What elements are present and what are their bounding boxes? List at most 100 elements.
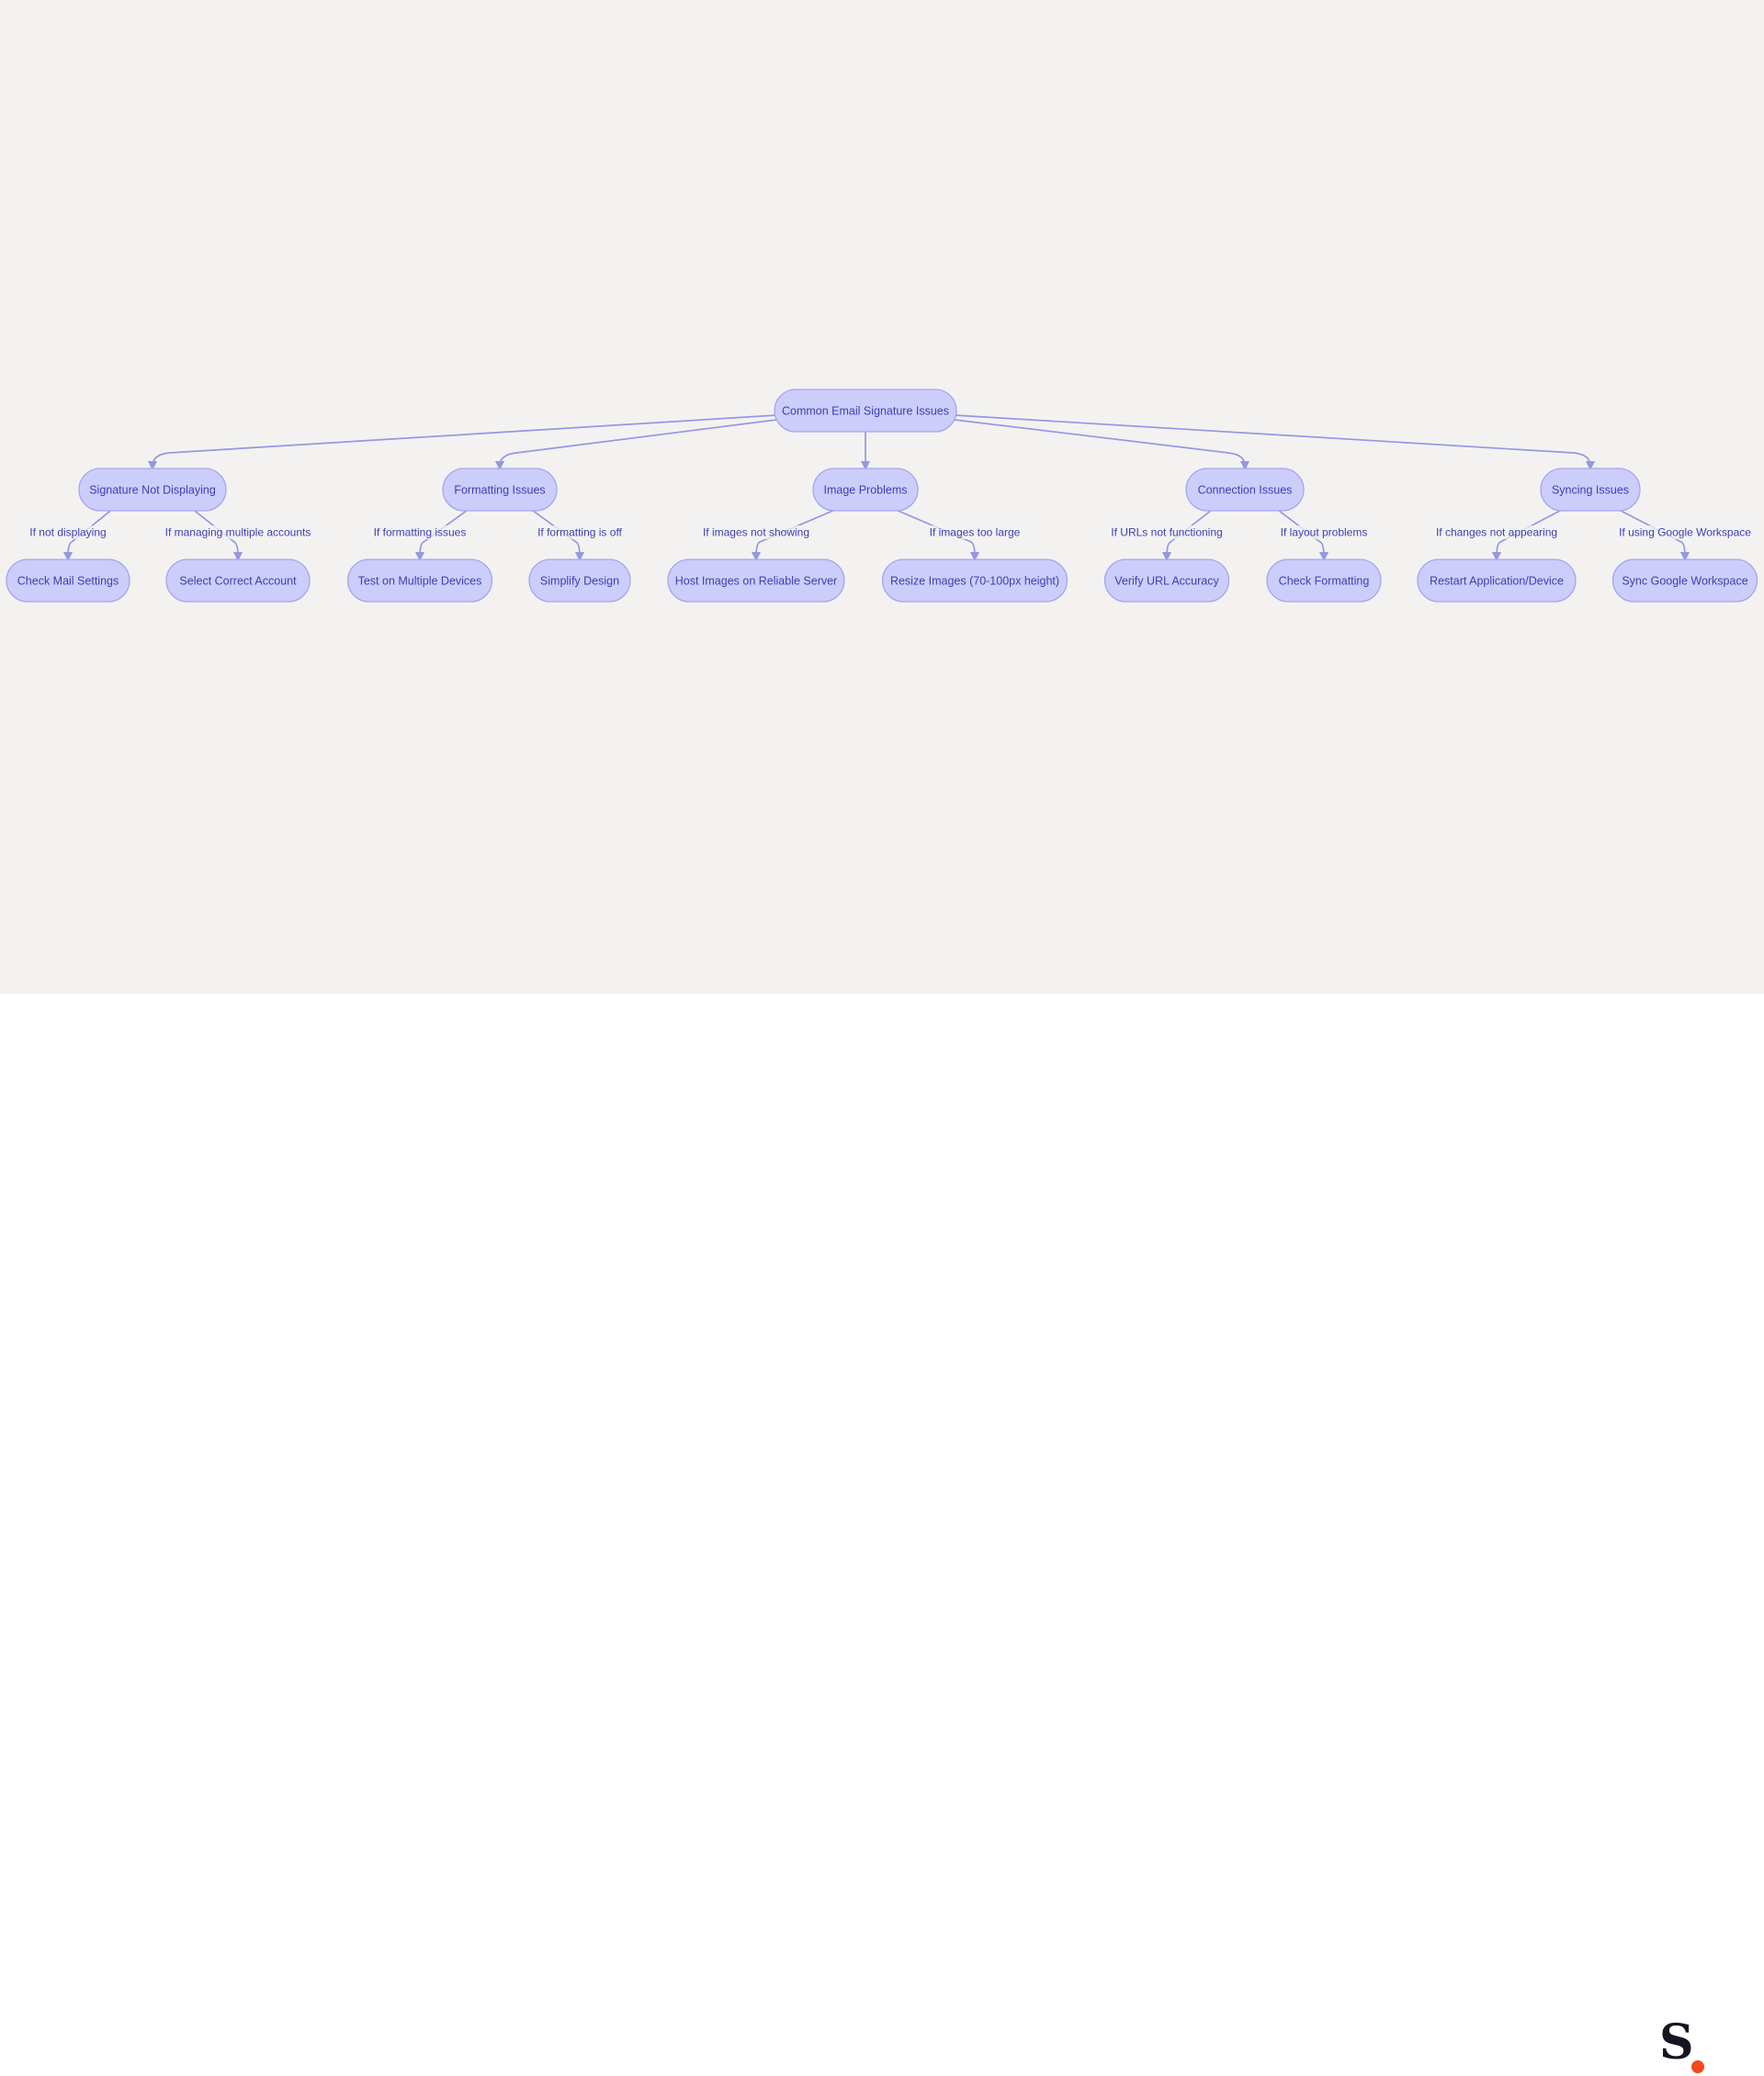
edge-label-c3a-bg — [692, 525, 820, 539]
edge-cat2-to-leaf2 — [529, 508, 585, 562]
edge-label-c1a-text: If not displaying — [29, 526, 106, 539]
edge-label-c5a-text: If changes not appearing — [1436, 526, 1557, 539]
edge-root-to-cat4 — [954, 419, 1250, 471]
node-c4a-shape — [1103, 558, 1230, 603]
node-c4a-label: Verify URL Accuracy — [1114, 575, 1219, 588]
node-c2a[interactable]: Test on Multiple Devices — [346, 558, 493, 603]
footer: S — [0, 994, 1764, 2073]
node-cat5[interactable]: Syncing Issues — [1540, 468, 1641, 512]
node-cat4-shape — [1185, 468, 1305, 512]
edge-label-c2a-bg — [359, 525, 481, 539]
node-cat4-label: Connection Issues — [1198, 484, 1293, 497]
edge-label-c5b: If using Google Workspace — [1610, 525, 1760, 539]
edge-label-c1b-text: If managing multiple accounts — [165, 526, 311, 539]
node-c5b-label: Sync Google Workspace — [1622, 575, 1747, 588]
edge-label-c4b-text: If layout problems — [1281, 526, 1368, 539]
edge-label-c3a-text: If images not showing — [703, 526, 809, 539]
node-c1b[interactable]: Select Correct Account — [165, 558, 311, 603]
edge-cat5-to-leaf2 — [1616, 508, 1690, 562]
node-c3a[interactable]: Host Images on Reliable Server — [667, 558, 845, 603]
edge-root-to-cat2 — [494, 419, 777, 471]
diagram-canvas: If not displaying If managing multiple ac… — [0, 0, 1764, 994]
edge-cat4-to-leaf1 — [1161, 508, 1214, 562]
logo-letter: S — [1659, 2014, 1694, 2070]
node-root[interactable]: Common Email Signature Issues — [774, 389, 957, 433]
edge-label-c4a-bg — [1097, 525, 1237, 539]
node-c3b-shape — [881, 558, 1069, 603]
edge-label-c4b: If layout problems — [1269, 525, 1379, 539]
edge-label-c1b: If managing multiple accounts — [151, 525, 325, 539]
edge-label-c4a-text: If URLs not functioning — [1111, 526, 1222, 539]
edge-cat3-to-leaf1 — [751, 508, 838, 562]
edge-cat4-to-leaf2 — [1276, 508, 1329, 562]
edge-cat2-to-leaf1 — [414, 508, 470, 562]
edge-label-c5b-bg — [1610, 525, 1760, 539]
edge-label-c3a: If images not showing — [692, 525, 820, 539]
node-c5b[interactable]: Sync Google Workspace — [1611, 558, 1758, 603]
node-cat4[interactable]: Connection Issues — [1185, 468, 1305, 512]
edge-label-c4b-bg — [1269, 525, 1379, 539]
node-c5a[interactable]: Restart Application/Device — [1417, 558, 1577, 603]
node-cat2-label: Formatting Issues — [454, 484, 545, 497]
node-c3a-shape — [667, 558, 845, 603]
edge-cat5-to-leaf1 — [1491, 508, 1565, 562]
node-c4a[interactable]: Verify URL Accuracy — [1103, 558, 1230, 603]
node-c4b-label: Check Formatting — [1279, 575, 1370, 588]
node-cat3-shape — [812, 468, 919, 512]
node-cat1-shape — [78, 468, 227, 512]
edge-label-c5a-bg — [1424, 525, 1569, 539]
node-cat5-shape — [1540, 468, 1641, 512]
edge-label-c2b-bg — [519, 525, 640, 539]
edge-label-c1b-bg — [151, 525, 325, 539]
node-c5a-shape — [1417, 558, 1577, 603]
edge-label-c4a: If URLs not functioning — [1097, 525, 1237, 539]
node-cat3[interactable]: Image Problems — [812, 468, 919, 512]
edge-label-c5b-text: If using Google Workspace — [1619, 526, 1751, 539]
node-c5a-label: Restart Application/Device — [1430, 575, 1564, 588]
node-c4b-shape — [1266, 558, 1382, 603]
node-cat1[interactable]: Signature Not Displaying — [78, 468, 227, 512]
node-c2b[interactable]: Simplify Design — [528, 558, 631, 603]
node-cat3-label: Image Problems — [823, 484, 907, 497]
edge-root-to-cat5 — [954, 414, 1596, 471]
edge-label-c3b-bg — [917, 525, 1033, 539]
node-cat2-shape — [442, 468, 558, 512]
node-cat5-label: Syncing Issues — [1552, 484, 1629, 497]
node-c1b-shape — [165, 558, 311, 603]
node-c1a-shape — [6, 558, 130, 603]
edge-labels-layer: If not displaying If managing multiple ac… — [16, 525, 1760, 539]
edge-label-c1a: If not displaying — [16, 525, 120, 539]
edge-cat1-to-leaf2 — [191, 508, 243, 562]
edge-root-to-cat1 — [147, 414, 777, 471]
node-c1a-label: Check Mail Settings — [17, 575, 119, 588]
edge-label-c3b-text: If images too large — [930, 526, 1021, 539]
edge-label-c2a-text: If formatting issues — [374, 526, 467, 539]
edge-label-c2a: If formatting issues — [359, 525, 481, 539]
node-cat1-label: Signature Not Displaying — [89, 484, 216, 497]
edge-label-c1a-bg — [16, 525, 120, 539]
edge-label-c5a: If changes not appearing — [1424, 525, 1569, 539]
node-c1b-label: Select Correct Account — [179, 575, 297, 588]
node-c3a-label: Host Images on Reliable Server — [675, 575, 837, 588]
edge-label-c2b: If formatting is off — [519, 525, 640, 539]
node-c3b[interactable]: Resize Images (70-100px height) — [881, 558, 1069, 603]
node-c3b-label: Resize Images (70-100px height) — [890, 575, 1059, 588]
flowchart: If not displaying If managing multiple ac… — [6, 389, 1760, 603]
node-c2a-shape — [346, 558, 493, 603]
logo-dot — [1691, 2060, 1704, 2073]
node-c2b-shape — [528, 558, 631, 603]
edge-cat3-to-leaf2 — [893, 508, 980, 562]
node-c4b[interactable]: Check Formatting — [1266, 558, 1382, 603]
node-c2a-label: Test on Multiple Devices — [358, 575, 482, 588]
node-c5b-shape — [1611, 558, 1758, 603]
brand-logo[interactable]: S — [1659, 2019, 1705, 2076]
edge-label-c2b-text: If formatting is off — [537, 526, 622, 539]
node-c2b-label: Simplify Design — [540, 575, 619, 588]
node-cat2[interactable]: Formatting Issues — [442, 468, 558, 512]
node-c1a[interactable]: Check Mail Settings — [6, 558, 130, 603]
edge-label-c3b: If images too large — [917, 525, 1033, 539]
edge-cat1-to-leaf1 — [62, 508, 114, 562]
node-root-label: Common Email Signature Issues — [782, 405, 949, 418]
node-root-shape — [774, 389, 957, 433]
